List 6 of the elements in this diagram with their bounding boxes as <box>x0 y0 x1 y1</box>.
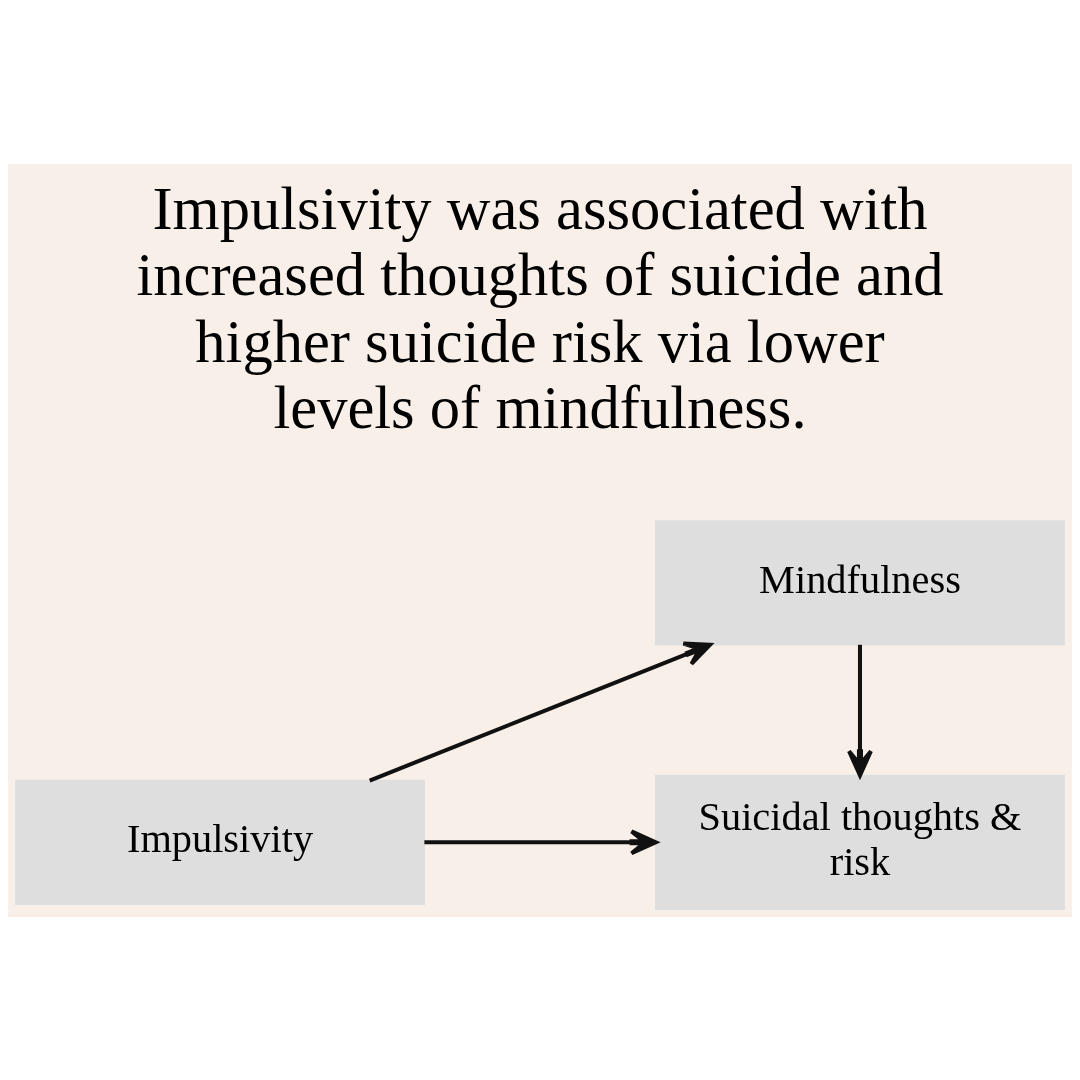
node-box: Mindfulness <box>655 519 1065 645</box>
node-box: Impulsivity <box>15 779 425 905</box>
node-box: Suicidal thoughts & risk <box>655 774 1065 910</box>
arrow <box>368 641 712 782</box>
arrow <box>424 828 658 855</box>
diagram-title: Impulsivity was associated with increased thoughts of suicide and higher suicide risk via lower levels of mindfulness. <box>136 174 944 441</box>
